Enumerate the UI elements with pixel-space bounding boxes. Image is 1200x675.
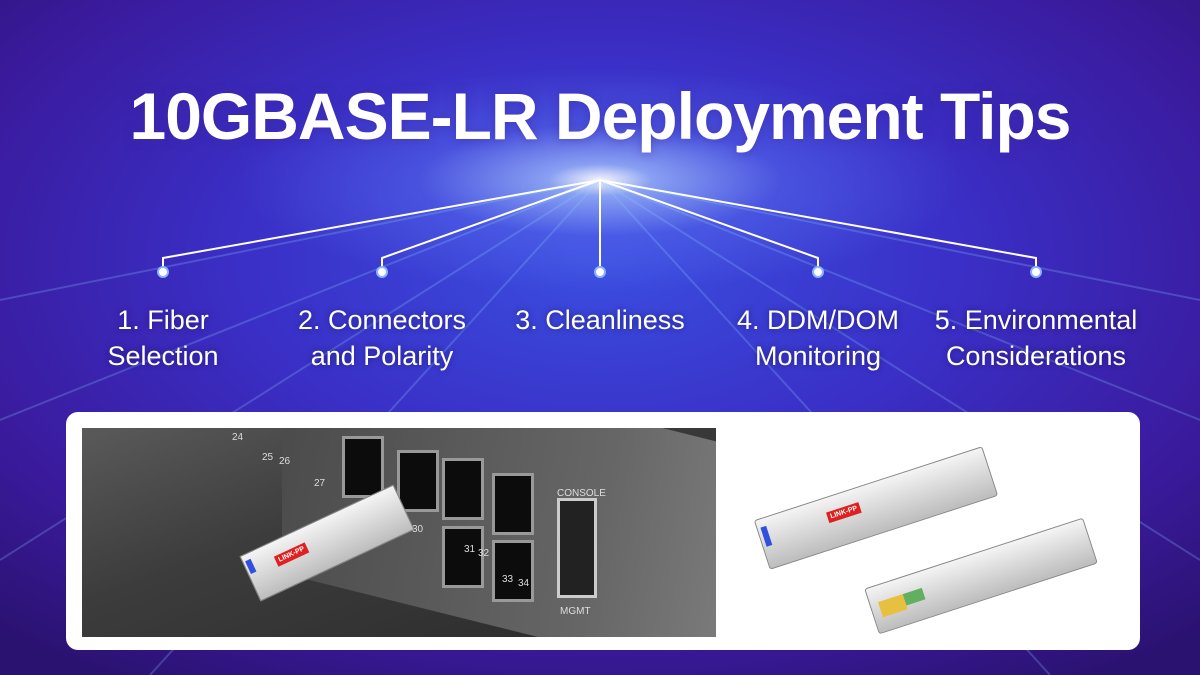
tip-cleanliness: 3. Cleanliness bbox=[515, 305, 685, 335]
tip-dot-5 bbox=[1030, 266, 1042, 278]
sfp-port bbox=[342, 436, 384, 498]
sfp-module-front: LINK-PP bbox=[753, 446, 999, 570]
switch-photo: CONSOLE MGMT 24 25 26 27 30 31 32 33 34 … bbox=[82, 428, 716, 637]
tip-dot-1 bbox=[157, 266, 169, 278]
sfp-port bbox=[492, 540, 534, 602]
tip-dot-2 bbox=[376, 266, 388, 278]
tip-dot-4 bbox=[812, 266, 824, 278]
sfp-port bbox=[442, 526, 484, 588]
page-title: 10GBASE-LR Deployment Tips bbox=[129, 79, 1072, 153]
product-card: CONSOLE MGMT 24 25 26 27 30 31 32 33 34 … bbox=[66, 412, 1140, 650]
connector-lines bbox=[162, 179, 1037, 270]
sfp-module-rear bbox=[864, 517, 1098, 635]
sfp-port bbox=[397, 450, 439, 512]
mgmt-label: MGMT bbox=[560, 606, 591, 617]
rj45-ports bbox=[557, 498, 597, 598]
sfp-port bbox=[442, 458, 484, 520]
console-label: CONSOLE bbox=[557, 488, 606, 499]
tip-dot-3 bbox=[594, 266, 606, 278]
sfp-port bbox=[492, 473, 534, 535]
